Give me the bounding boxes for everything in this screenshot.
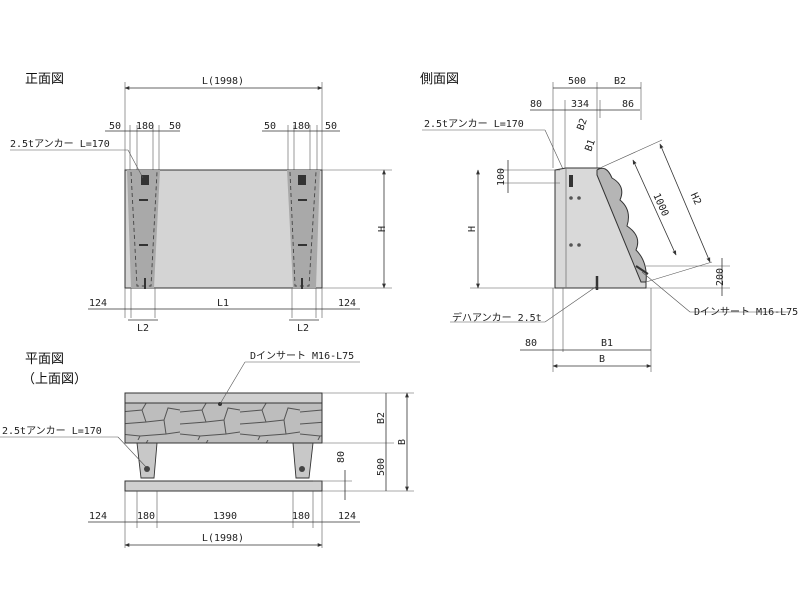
plan-dim-500: 500: [376, 458, 387, 476]
side-hole-3: [569, 243, 573, 247]
side-body: [554, 167, 647, 289]
side-dim-500: 500: [568, 76, 586, 87]
side-anchor-mark: [569, 175, 573, 187]
front-height-label: H: [377, 226, 388, 232]
side-height-label: H: [467, 226, 478, 232]
side-h2-dim: [659, 143, 711, 263]
side-dim-80-bot: 80: [525, 338, 537, 349]
side-anchor-label: 2.5tアンカー L=170: [424, 118, 524, 130]
side-1000-dim: [632, 159, 677, 256]
front-dim-l2-b: L2: [297, 323, 309, 334]
front-anchor-left: [141, 175, 149, 185]
front-anchor-label: 2.5tアンカー L=170: [10, 138, 110, 150]
plan-dim-1390: 1390: [213, 511, 237, 522]
front-dim-180-a: 180: [136, 121, 154, 132]
front-dim-l1: L1: [217, 298, 229, 309]
front-dim-50-d: 50: [325, 121, 337, 132]
plan-dim-124-a: 124: [89, 511, 107, 522]
side-ext-h2a: [599, 139, 663, 169]
front-dim-50-c: 50: [264, 121, 276, 132]
side-dim-b: B: [599, 354, 605, 365]
side-hole-4: [577, 243, 581, 247]
side-ext-h2b: [645, 261, 713, 283]
front-view: 正面図 L(1998) 50 180 50 50 180 50: [10, 72, 392, 334]
front-anchor-right: [298, 175, 306, 185]
plan-dim-b: B: [397, 439, 408, 445]
side-insert-mark: [635, 265, 649, 275]
front-anchor-leader: [127, 149, 144, 179]
front-dim-l2-a: L2: [137, 323, 149, 334]
plan-dim-180-a: 180: [137, 511, 155, 522]
plan-length-label: L(1998): [202, 533, 244, 544]
plan-anchor-left: [144, 466, 150, 472]
side-small-b2: B2: [575, 117, 589, 132]
plan-view-subtitle: （上面図）: [22, 372, 87, 387]
plan-view: 平面図 （上面図） Dインサート M16-L75 2.5tアンカー L=170 …: [0, 350, 414, 548]
front-dim-180-b: 180: [292, 121, 310, 132]
plan-left-leg: [136, 442, 158, 479]
plan-dim-80: 80: [336, 451, 347, 463]
plan-insert-label: Dインサート M16-L75: [250, 350, 354, 362]
side-dim-h2: H2: [688, 191, 703, 206]
plan-insert-leader: [219, 361, 246, 405]
side-insert-label: Dインサート M16-L75: [694, 306, 798, 318]
plan-view-title: 平面図: [25, 352, 64, 367]
side-deha-label: デハアンカー 2.5t: [452, 311, 542, 324]
plan-dim-b2: B2: [376, 412, 387, 424]
front-inserts: [139, 199, 307, 289]
side-deha-leader: [544, 285, 598, 323]
side-insert-leader: [641, 271, 691, 313]
plan-stone-band: [124, 402, 323, 444]
plan-anchor-leader: [117, 436, 147, 468]
plan-anchor-right: [299, 466, 305, 472]
front-dim-50-b: 50: [169, 121, 181, 132]
plan-right-leg: [292, 442, 314, 479]
side-view-title: 側面図: [420, 72, 459, 87]
side-view: 側面図 500 B2 80 334 86 2.5tアンカー L=170 B2 B…: [420, 72, 798, 372]
side-dim-86: 86: [622, 99, 634, 110]
plan-dim-124-b: 124: [338, 511, 356, 522]
side-dim-334: 334: [571, 99, 589, 110]
plan-base: [124, 480, 323, 492]
front-length-label: L(1998): [202, 76, 244, 87]
front-right-band: [287, 170, 320, 288]
plan-anchor-label: 2.5tアンカー L=170: [2, 425, 102, 437]
side-small-b1: B1: [583, 138, 597, 153]
side-dim-b2: B2: [614, 76, 626, 87]
front-dim-124-b: 124: [338, 298, 356, 309]
plan-dim-180-b: 180: [292, 511, 310, 522]
front-dim-124-a: 124: [89, 298, 107, 309]
front-dim-50-a: 50: [109, 121, 121, 132]
side-dim-80-top: 80: [530, 99, 542, 110]
side-dim-100: 100: [496, 168, 507, 186]
side-dim-b1: B1: [601, 338, 613, 349]
front-view-title: 正面図: [25, 72, 64, 87]
side-hole-2: [577, 196, 581, 200]
side-hole-1: [569, 196, 573, 200]
side-dim-200: 200: [715, 268, 726, 286]
